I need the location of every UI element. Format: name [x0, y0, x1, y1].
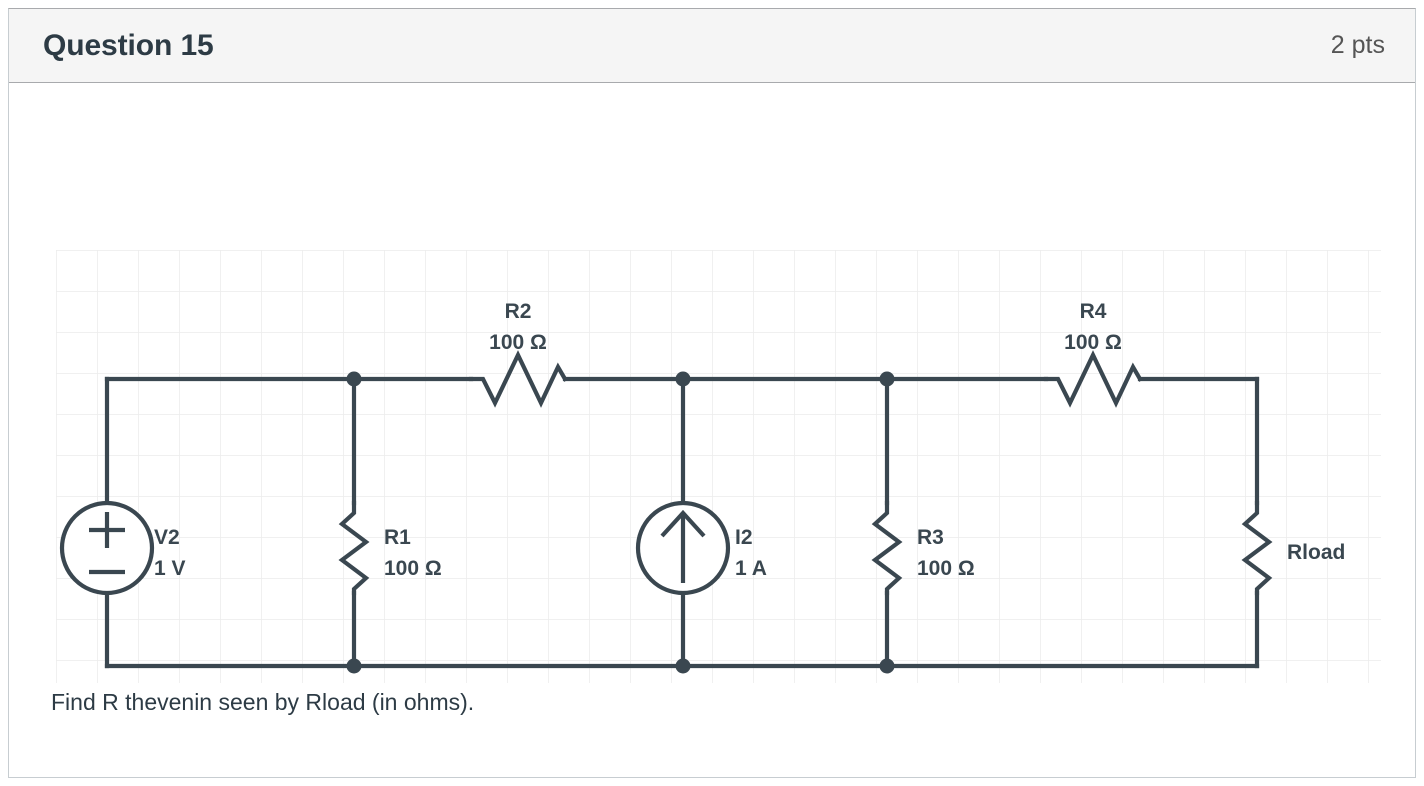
resistor-r3-body — [871, 500, 903, 596]
label-r2-name: R2 — [505, 300, 532, 323]
label-r1-value: 100 Ω — [384, 557, 442, 580]
label-v2-name: V2 — [154, 526, 180, 549]
label-i2-name: I2 — [735, 526, 753, 549]
label-r3-value: 100 Ω — [917, 557, 975, 580]
circuit-svg: V2 1 V R1 100 Ω R2 100 Ω I2 1 A R3 100 Ω… — [56, 250, 1381, 683]
node-dot — [879, 371, 895, 387]
circuit-wires — [104, 350, 1273, 669]
node-dot — [346, 658, 362, 674]
label-r1-name: R1 — [384, 526, 411, 549]
label-r2-value: 100 Ω — [489, 331, 547, 354]
circuit-diagram: V2 1 V R1 100 Ω R2 100 Ω I2 1 A R3 100 Ω… — [9, 83, 1415, 683]
resistor-r2-body — [468, 350, 568, 408]
grid-background — [56, 250, 1381, 683]
current-source-i2 — [635, 500, 731, 596]
page-title: Question 15 — [43, 28, 214, 62]
resistor-r1-body — [338, 500, 370, 596]
question-header: Question 15 2 pts — [9, 9, 1415, 83]
node-dot — [675, 658, 691, 674]
node-dot — [879, 658, 895, 674]
label-r4-value: 100 Ω — [1064, 331, 1122, 354]
node-dot — [675, 371, 691, 387]
plus-icon — [89, 512, 125, 548]
points-label: 2 pts — [1330, 31, 1385, 59]
voltage-source-v2 — [59, 500, 155, 596]
arrow-up-icon — [660, 509, 706, 583]
resistor-r4-body — [1043, 350, 1143, 408]
label-r4-name: R4 — [1080, 300, 1107, 323]
label-rload-name: Rload — [1287, 541, 1345, 564]
node-dot — [346, 371, 362, 387]
resistor-rload-body — [1241, 500, 1273, 596]
question-prompt: Find R thevenin seen by Rload (in ohms). — [51, 689, 475, 715]
circuit-nodes — [346, 371, 895, 674]
label-i2-value: 1 A — [735, 557, 767, 580]
question-body: V2 1 V R1 100 Ω R2 100 Ω I2 1 A R3 100 Ω… — [9, 83, 1415, 777]
question-card: Question 15 2 pts — [8, 8, 1416, 778]
label-v2-value: 1 V — [154, 557, 186, 580]
label-r3-name: R3 — [917, 526, 944, 549]
